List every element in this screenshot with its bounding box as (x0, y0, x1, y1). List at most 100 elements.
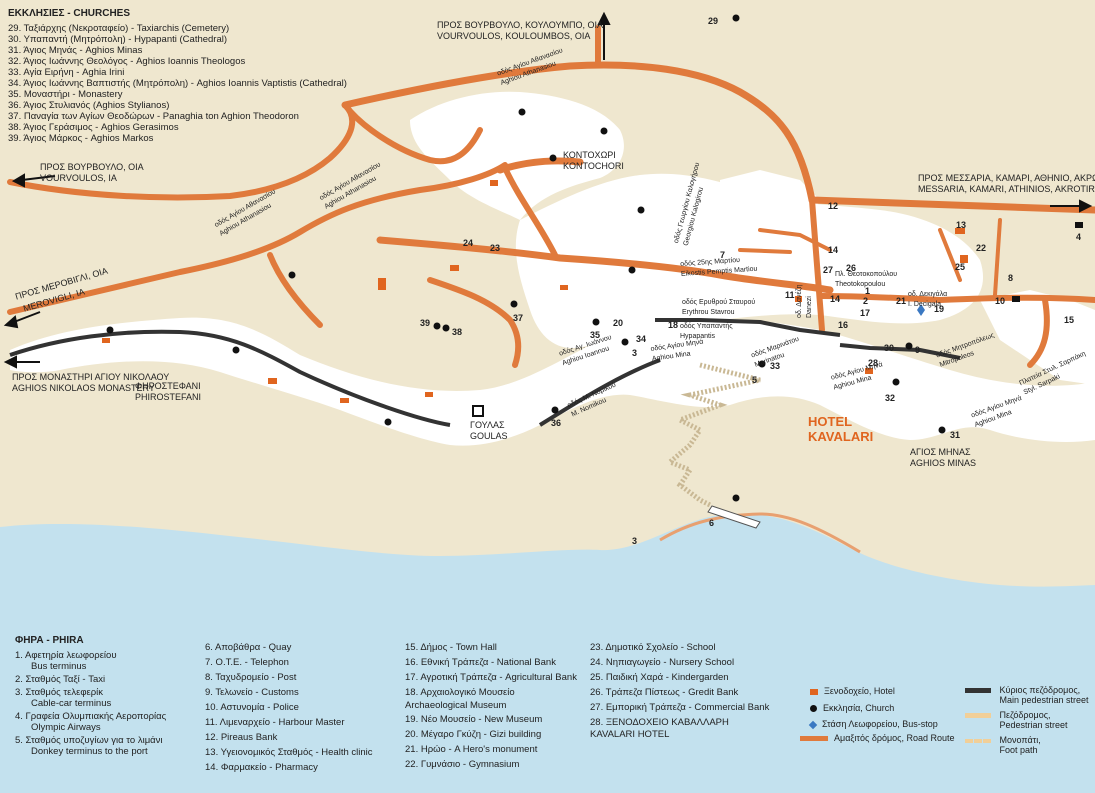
place-label: ΚΟΝΤΟΧΩΡΙ (563, 150, 616, 160)
quay-pier (707, 505, 761, 529)
map-number: 4 (1076, 232, 1082, 242)
place-label: ΠΡΟΣ ΒΟΥΡΒΟΥΛΟ, ΟΙΑ (40, 162, 144, 172)
legend-entry: 15. Δήμος - Town Hall (405, 642, 497, 653)
map-number: 14 (828, 245, 839, 255)
church-item: 30. Υπαπαντή (Μητρόπολη) - Hypapanti (Ca… (8, 34, 228, 45)
bus-stop-icon (917, 304, 925, 316)
map-number: 5 (752, 375, 758, 385)
legend-entry: 4. Γραφεία Ολυμπιακής Αεροπορίας (15, 711, 167, 722)
main-pedestrian-swatch (965, 688, 991, 694)
phira-legend-col3: 15. Δήμος - Town Hall 16. Εθνική Τράπεζα… (405, 640, 577, 772)
footpath-swatch (965, 738, 991, 743)
legend-entry: 23. Δημοτικό Σχολείο - School (590, 642, 716, 653)
place-label: MESSARIA, KAMARI, ATHINIOS, AKROTIRI (918, 184, 1095, 194)
map-number: 31 (950, 430, 961, 440)
legend-label: Foot path (999, 745, 1038, 755)
map-number: 23 (490, 243, 501, 253)
place-label: AGHIOS NIKOLAOS MONASTERY (12, 383, 155, 393)
legend-busstop: Στάση Λεωφορείου, Bus-stop (808, 719, 938, 729)
church-item: 33. Αγία Ειρήνη - Aghia Irini (8, 67, 125, 78)
legend-entry: 7. Ο.Τ.Ε. - Telephon (205, 657, 289, 668)
town-area (10, 91, 1095, 446)
street-name: οδός Υπαπαντής (680, 323, 733, 330)
legend-label: Στάση Λεωφορείου, Bus-stop (822, 719, 938, 729)
street-name: Πλ. Θεοτοκοπούλου (835, 271, 898, 278)
map-number: 20 (613, 318, 624, 328)
hotel-label-line: KAVALARI (808, 429, 874, 444)
church-item: 38. Άγιος Γεράσιμος - Aghios Gerasimos (8, 122, 179, 133)
place-label: GOULAS (470, 431, 508, 441)
legend-entry: Archaeological Museum (405, 700, 507, 711)
place-label: ΑΓΙΟΣ ΜΗΝΑΣ (910, 447, 971, 457)
church-item: 39. Άγιος Μάρκος - Aghios Markos (8, 133, 154, 144)
legend-footpath: Μονοπάτι,Foot path (965, 735, 1041, 755)
map-number: 36 (551, 418, 562, 428)
legend-entry: Bus terminus (31, 661, 87, 672)
map-number: 11 (785, 290, 795, 300)
church-item: 34. Άγιος Ιωάννης Βαπτιστής (Μητρόπολη) … (8, 78, 347, 89)
map-number: 12 (828, 201, 839, 211)
map-number: 1 (865, 286, 871, 296)
map-number: 27 (823, 265, 834, 275)
legend-entry: 12. Pireaus Bank (205, 732, 278, 743)
legend-entry: 19. Νέο Μουσείο - New Museum (405, 714, 543, 725)
legend-entry: 18. Αρχαιολογικό Μουσείο (405, 687, 515, 698)
legend-entry: 13. Υγειονομικός Σταθμός - Health clinic (205, 747, 373, 758)
place-label: VOURVOULOS, IA (40, 173, 117, 183)
legend-entry: 21. Ηρώο - A Hero's monument (405, 744, 538, 755)
map-number: 13 (956, 220, 967, 230)
legend-entry: KAVALARI HOTEL (590, 729, 670, 740)
street-name: οδός Ερυθρού Σταυρού (682, 299, 756, 306)
legend-hotel: Ξενοδοχείο, Hotel (810, 686, 895, 696)
map-number: 10 (995, 296, 1006, 306)
road-routes (7, 25, 1095, 368)
hotel-markers (102, 180, 968, 403)
place-label: VOURVOULOS, KOULOUMBOS, OIA (437, 31, 591, 41)
map-number: 25 (955, 262, 966, 272)
legend-main-pedestrian: Κύριος πεζόδρομος,Main pedestrian street (965, 685, 1089, 705)
street-name: Erythrou Stavrou (682, 309, 735, 316)
map-number: 3 (632, 536, 638, 546)
legend-road: Αμαξιτός δρόμος, Road Route (800, 733, 955, 743)
legend-entry: 1. Αφετηρία λεωφορείου (15, 650, 117, 661)
legend-entry: 17. Αγροτική Τράπεζα - Agricultural Bank (405, 672, 577, 683)
legend-entry: 26. Τράπεζα Πίστεως - Gredit Bank (590, 687, 739, 698)
place-label: ΠΡΟΣ ΒΟΥΡΒΟΥΛΟ, ΚΟΥΛΟΥΜΠΟ, ΟΙΑ (437, 20, 603, 30)
place-label: ΠΡΟΣ ΜΕΣΣΑΡΙΑ, ΚΑΜΑΡΙ, ΑΘΗΝΙΟ, ΑΚΡΩΤΗΡΙ (918, 173, 1095, 183)
legend-entry: 27. Εμπορική Τράπεζα - Commercial Bank (590, 702, 770, 713)
legend-entry: 6. Αποβάθρα - Quay (205, 642, 292, 653)
legend-label: Κύριος πεζόδρομος, (999, 685, 1081, 695)
map-number: 9 (915, 345, 921, 355)
legend-entry: 8. Ταχυδρομείο - Post (205, 672, 297, 683)
direction-arrows (3, 11, 1093, 369)
legend-entry: 25. Παιδική Χαρά - Kindergarden (590, 672, 729, 683)
map-number: 38 (452, 327, 463, 337)
legend-entry: Olympic Airways (31, 722, 101, 733)
legend-entry: 28. ΞΕΝΟΔΟΧΕΙΟ ΚΑΒΑΛΛΑΡΗ (590, 717, 729, 728)
church-item: 36. Άγιος Στυλιανός (Aghios Stylianos) (8, 100, 170, 111)
map-number: 3 (632, 348, 638, 358)
street-name: οδ. Δανέζη (796, 284, 803, 319)
church-icons (106, 14, 946, 502)
legend-label-block: Πεζόδρομος,Pedestrian street (1000, 710, 1068, 730)
hotel-kavalari-label: HOTEL KAVALARI (808, 414, 873, 444)
map-number: 21 (896, 296, 907, 306)
churches-legend: ΕΚΚΛΗΣΙΕΣ - CHURCHES 29. Ταξιάρχης (Νεκρ… (8, 8, 347, 144)
bus-stop-icon (808, 720, 818, 729)
legend-label-block: Κύριος πεζόδρομος,Main pedestrian street (1000, 685, 1089, 705)
church-item: 37. Παναγία των Αγίων Θεοδώρων - Panaghi… (8, 111, 299, 122)
place-label: AGHIOS MINAS (910, 458, 977, 468)
map-number: 28 (868, 358, 879, 368)
legend-entry: 5. Σταθμός υποζυγίων για το λιμάνι (15, 735, 163, 746)
map-number: 17 (860, 308, 871, 318)
legend-church: Εκκλησία, Church (810, 703, 894, 713)
hotel-label-line: HOTEL (808, 414, 853, 429)
hotel-swatch (810, 688, 818, 695)
place-label: ΦΗΡΟΣΤΕΦΑΝΙ (135, 381, 201, 391)
legend-label: Εκκλησία, Church (823, 703, 895, 713)
map-number: 34 (636, 334, 647, 344)
phira-legend-col1: ΦΗΡΑ - PHIRA 1. Αφετηρία λεωφορείου Bus … (15, 635, 166, 757)
street-name: Hypapantis (680, 333, 716, 340)
